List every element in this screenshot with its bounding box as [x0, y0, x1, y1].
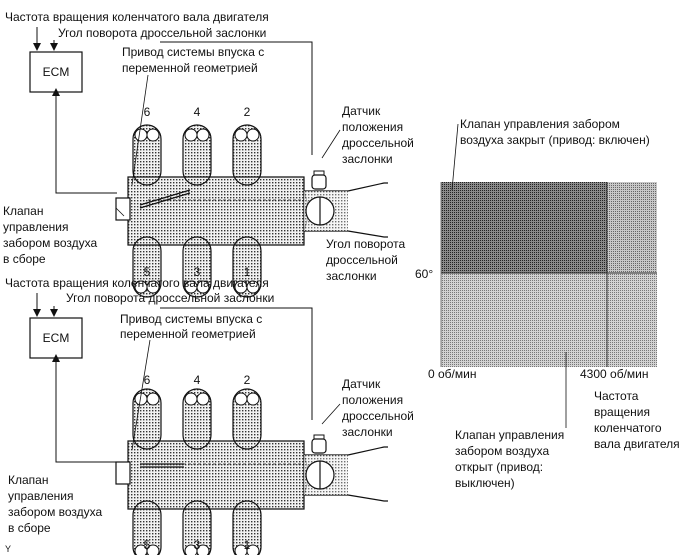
top-cyl-1: 1	[244, 265, 251, 279]
bottom-cyl-4: 4	[194, 373, 201, 387]
bottom-ecm-label: ECM	[43, 331, 70, 345]
top-rpm-label: Частота вращения коленчатого вала двигат…	[5, 10, 269, 24]
bottom-valve-line-3: забором воздуха	[8, 505, 103, 519]
bottom-valve-line-2: управления	[8, 489, 73, 503]
graph-x-axis-line-3: коленчатого	[594, 421, 662, 435]
top-cyl-2: 2	[244, 105, 251, 119]
bottom-valve-line-1: Клапан	[8, 473, 48, 487]
top-valve-line-1: Клапан	[3, 204, 43, 218]
bottom-actuator-line-2: переменной геометрией	[120, 327, 256, 341]
top-cyl-4: 4	[194, 105, 201, 119]
top-valve-line-4: в сборе	[3, 252, 46, 266]
bottom-sensor-line-3: дроссельной	[342, 409, 414, 423]
top-actuator-line-1: Привод системы впуска с	[122, 45, 264, 59]
graph-closed-line-1: Клапан управления забором	[460, 117, 620, 131]
top-ecm-label: ECM	[43, 65, 70, 79]
top-valve-line-3: забором воздуха	[3, 236, 98, 250]
bottom-cyl-3: 3	[194, 538, 201, 552]
graph-y-tick-60: 60°	[415, 267, 433, 281]
top-throttle-angle-label: Угол поворота дроссельной заслонки	[58, 26, 266, 40]
graph-open-line-3: открыт (привод:	[455, 460, 543, 474]
bottom-cyl-5: 5	[144, 538, 151, 552]
graph-open-line-2: забором воздуха	[455, 444, 550, 458]
bottom-actuator-line-1: Привод системы впуска с	[120, 312, 262, 326]
top-throttle-angle-line-1: Угол поворота	[326, 237, 405, 251]
footer-mark: Y	[5, 544, 11, 554]
bottom-rpm-label: Частота вращения коленчатого вала двигат…	[5, 276, 269, 290]
graph-x-axis-line-2: вращения	[594, 405, 650, 419]
bottom-diagram: Частота вращения коленчатого вала двигат…	[5, 276, 414, 555]
top-throttle-angle-line-2: дроссельной	[326, 253, 398, 267]
top-ecm-box	[29, 51, 83, 93]
top-cyl-5: 5	[144, 265, 151, 279]
top-cyl-3: 3	[194, 265, 201, 279]
graph-x-tick-4300: 4300 об/мин	[580, 367, 649, 381]
bottom-valve-line-4: в сборе	[8, 521, 51, 535]
top-sensor-line-4: заслонки	[342, 152, 393, 166]
graph-x-axis-line-4: вала двигателя	[594, 437, 680, 451]
graph-open-line-1: Клапан управления	[455, 428, 564, 442]
graph-open-line-4: выключен)	[455, 476, 515, 490]
bottom-cyl-6: 6	[144, 373, 151, 387]
valve-operation-graph: Клапан управления забором воздуха закрыт…	[415, 117, 680, 490]
graph-x-axis-line-1: Частота	[594, 389, 639, 403]
bottom-sensor-line-2: положения	[342, 393, 403, 407]
graph-closed-line-2: воздуха закрыт (привод: включен)	[460, 133, 650, 147]
top-sensor-line-3: дроссельной	[342, 136, 414, 150]
bottom-sensor-line-4: заслонки	[342, 425, 393, 439]
top-sensor-line-1: Датчик	[342, 104, 381, 118]
bottom-cyl-1: 1	[244, 538, 251, 552]
bottom-sensor-line-1: Датчик	[342, 377, 381, 391]
graph-x-tick-0: 0 об/мин	[428, 367, 476, 381]
top-throttle-angle-line-3: заслонки	[326, 269, 377, 283]
top-diagram: Частота вращения коленчатого вала двигат…	[3, 10, 414, 298]
bottom-throttle-angle-label: Угол поворота дроссельной заслонки	[66, 291, 274, 305]
graph-closed-region	[441, 182, 607, 273]
top-valve-line-2: управления	[3, 220, 68, 234]
graph-high-rpm-region	[607, 182, 657, 273]
top-cyl-6: 6	[144, 105, 151, 119]
top-actuator-line-2: переменной геометрией	[122, 61, 258, 75]
top-sensor-line-2: положения	[342, 120, 403, 134]
bottom-cyl-2: 2	[244, 373, 251, 387]
